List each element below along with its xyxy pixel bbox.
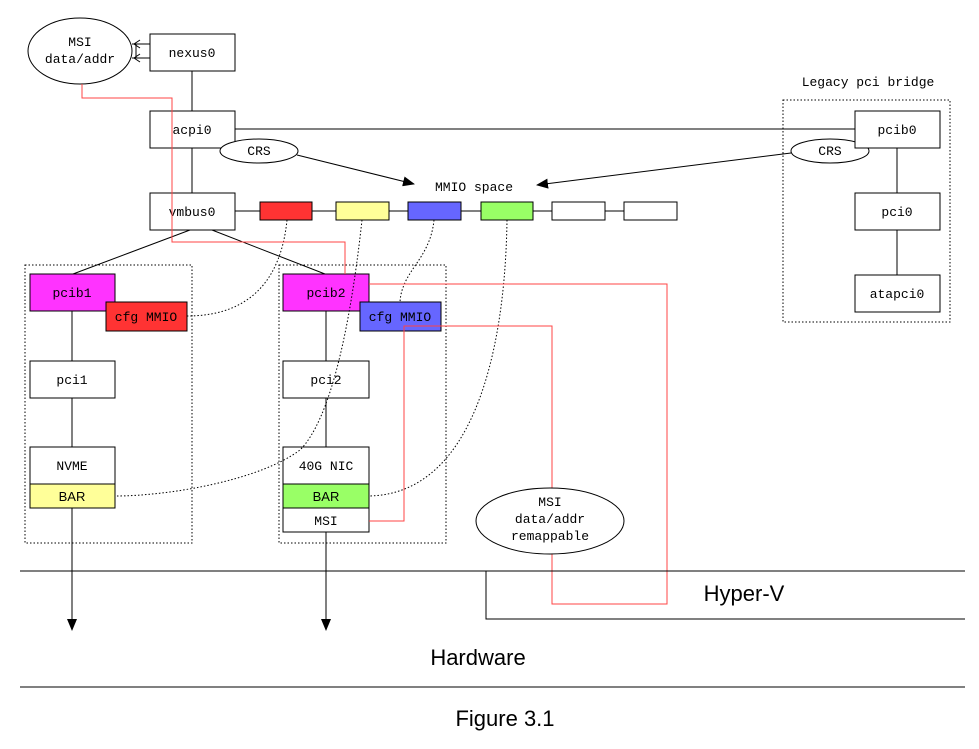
pci0-node[interactable]: pci0	[854, 192, 941, 231]
acpi0-label: acpi0	[172, 123, 211, 138]
pci1-node[interactable]: pci1	[29, 360, 116, 399]
mmio-slots	[259, 201, 678, 221]
pcib1-label: pcib1	[52, 286, 91, 301]
pcib1-group	[24, 264, 193, 544]
pci2-node[interactable]: pci2	[282, 360, 370, 399]
hyperv-label: Hyper-V	[704, 581, 785, 606]
msi-line-top	[81, 84, 346, 274]
nic-label: 40G NIC	[299, 459, 354, 474]
msi-line-2: data/addr	[45, 52, 115, 67]
msi-remap-line-3: remappable	[511, 529, 589, 544]
msi-line-nic	[369, 283, 668, 605]
cfg-mmio-2-node[interactable]: cfg MMIO	[359, 301, 442, 332]
pcib0-node[interactable]: pcib0	[854, 110, 941, 149]
crs-right-label: CRS	[818, 144, 842, 159]
arrow-crs-left-mmio	[296, 154, 415, 187]
msi-routing-lines	[81, 84, 668, 605]
acpi0-node[interactable]: acpi0	[149, 110, 236, 149]
nvme-label: NVME	[56, 459, 87, 474]
mmio-slot-white-1	[551, 201, 606, 221]
bar-nic-label: BAR	[313, 489, 340, 504]
mmio-mapping-curves	[114, 219, 508, 497]
legacy-pci-bridge-group: Legacy pci bridge	[782, 75, 951, 323]
mmio-space-label: MMIO space	[435, 180, 513, 195]
cfg-mmio-2-label: cfg MMIO	[369, 310, 432, 325]
msi-remap-line-1: MSI	[538, 495, 561, 510]
nic-node[interactable]: 40G NIC	[282, 446, 370, 485]
pcib2-label: pcib2	[306, 286, 345, 301]
curve-red-cfg1	[186, 219, 288, 317]
figure-caption: Figure 3.1	[455, 706, 554, 731]
curve-green-bar-nic	[368, 219, 508, 497]
crs-right-ellipse: CRS	[790, 138, 870, 164]
arrow-crs-right-mmio	[536, 152, 792, 189]
vmbus0-node[interactable]: vmbus0	[149, 192, 236, 231]
pci2-label: pci2	[310, 373, 341, 388]
pcib1-node[interactable]: pcib1	[29, 273, 116, 312]
edge-vmbus0-pcib1	[72, 229, 191, 275]
mmio-slot-white-2	[623, 201, 678, 221]
atapci0-label: atapci0	[870, 287, 925, 302]
cfg-mmio-1-node[interactable]: cfg MMIO	[105, 301, 188, 332]
bar-nvme-label: BAR	[59, 489, 86, 504]
msi-remap-line-2: data/addr	[515, 512, 585, 527]
nexus-msi-connector	[132, 39, 150, 63]
hardware-label: Hardware	[430, 645, 525, 670]
msi-nic-node[interactable]: MSI	[282, 507, 370, 533]
pcib2-node[interactable]: pcib2	[282, 273, 370, 312]
bar-nvme-node[interactable]: BAR	[29, 483, 116, 509]
pcib0-label: pcib0	[877, 123, 916, 138]
pci0-label: pci0	[881, 205, 912, 220]
pci1-label: pci1	[56, 373, 87, 388]
nexus0-node[interactable]: nexus0	[149, 33, 236, 72]
mmio-slot-green	[480, 201, 534, 221]
crs-left-ellipse: CRS	[219, 138, 299, 164]
edge-vmbus0-pcib2	[211, 229, 326, 275]
curve-blue-cfg2	[399, 219, 435, 303]
crs-left-label: CRS	[247, 144, 271, 159]
msi-data-addr-ellipse: MSI data/addr	[27, 17, 133, 85]
nexus0-label: nexus0	[169, 46, 216, 61]
curve-yellow-bar-nvme	[114, 219, 363, 497]
msi-line-1: MSI	[68, 35, 91, 50]
msi-remappable-ellipse: MSI data/addr remappable	[475, 487, 625, 555]
atapci0-node[interactable]: atapci0	[854, 274, 941, 313]
mmio-slot-blue	[407, 201, 462, 221]
mmio-slot-yellow	[335, 201, 390, 221]
msi-nic-label: MSI	[314, 514, 337, 529]
pcib2-group	[278, 264, 447, 544]
vmbus0-label: vmbus0	[169, 205, 216, 220]
cfg-mmio-1-label: cfg MMIO	[115, 310, 178, 325]
mmio-slot-red	[259, 201, 313, 221]
hyperv-box	[485, 571, 965, 620]
legacy-bridge-label: Legacy pci bridge	[802, 75, 935, 90]
bar-nic-node[interactable]: BAR	[282, 483, 370, 509]
nvme-node[interactable]: NVME	[29, 446, 116, 485]
